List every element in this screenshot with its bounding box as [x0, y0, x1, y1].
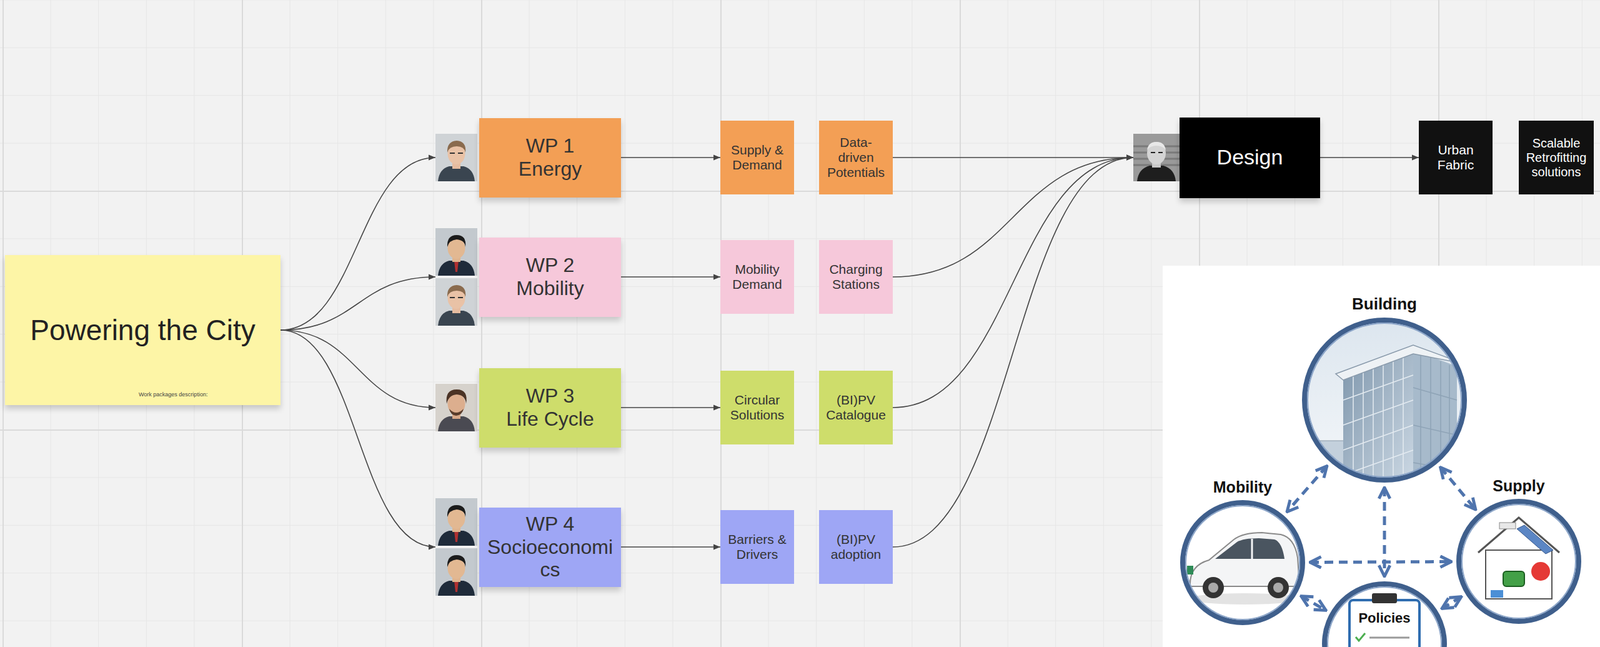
- circle-ring: [1324, 583, 1445, 647]
- node-title: Scalable Retrofitting solutions: [1522, 136, 1591, 180]
- node-subtitle: Socioeconomics: [484, 535, 617, 582]
- circle-label: Building: [1351, 294, 1417, 314]
- topic-circle: Policies: [1321, 581, 1447, 647]
- output-box: (BI)PV Catalogue: [819, 370, 893, 445]
- topic-circle: Building: [1301, 317, 1467, 483]
- output-box: Barriers & Drivers: [720, 509, 795, 584]
- circle-outline: [1301, 317, 1467, 483]
- topic-circle: Supply: [1456, 498, 1582, 624]
- work-package-box: WP 1Energy: [435, 118, 622, 198]
- node-subtitle: Mobility: [516, 276, 584, 300]
- circle-label: Policies: [1358, 609, 1411, 626]
- package-body: Design: [1179, 117, 1321, 199]
- topic-circle: Mobility: [1180, 499, 1306, 625]
- photo-slot: [1133, 133, 1180, 182]
- connector-arrow: [892, 157, 1134, 547]
- node-title: WP 4: [526, 512, 575, 536]
- photo-slot: [435, 383, 480, 432]
- node-title: (BI)PV adoption: [822, 531, 890, 562]
- node-subtitle: Life Cycle: [506, 407, 595, 431]
- circle-label: Mobility: [1213, 477, 1273, 497]
- connector-arrow: [621, 276, 721, 278]
- output-box: Circular Solutions: [720, 370, 795, 445]
- connector-arrow: [280, 157, 436, 330]
- connector-arrow: [892, 156, 1134, 159]
- node-title: WP 2: [526, 253, 575, 277]
- circle-ring: [1458, 501, 1579, 622]
- circle-ring: [1304, 319, 1465, 480]
- node-title: Charging Stations: [822, 261, 890, 292]
- package-body: WP 2Mobility: [479, 237, 622, 317]
- footnote-text: Work packages description:: [138, 391, 208, 398]
- output-box: Charging Stations: [819, 239, 893, 314]
- design-box: Design: [1133, 117, 1321, 199]
- photo-slot: [435, 497, 480, 597]
- connector-arrow: [621, 546, 721, 548]
- circle-label: Supply: [1492, 476, 1545, 495]
- package-body: WP 3Life Cycle: [479, 367, 622, 448]
- output-box: Scalable Retrofitting solutions: [1518, 120, 1594, 195]
- node-title: WP 3: [526, 384, 575, 408]
- connector-arrow: [621, 406, 721, 408]
- circle-outline: [1456, 498, 1582, 624]
- connector-arrow: [280, 276, 436, 330]
- node-title: Powering the City: [29, 313, 256, 347]
- relation-arrow: [1440, 467, 1476, 510]
- relation-arrow: [1286, 465, 1327, 512]
- node-title: Urban Fabric: [1422, 142, 1489, 173]
- connector-arrow: [892, 157, 1134, 277]
- node-title: Design: [1217, 144, 1284, 170]
- circle-inner-ring: [1461, 504, 1576, 618]
- circle-inner-ring: [1307, 322, 1462, 477]
- photo-slot: [435, 228, 480, 327]
- photo-slot: [435, 133, 480, 182]
- connector-arrow: [892, 157, 1134, 408]
- output-box: Urban Fabric: [1418, 120, 1493, 195]
- relation-arrow: [1301, 596, 1327, 611]
- connector-arrow: [621, 156, 721, 159]
- circle-inner-ring: [1327, 586, 1442, 647]
- node-title: Supply & Demand: [724, 142, 791, 173]
- output-box: Data-driven Potentials: [819, 120, 893, 195]
- work-package-box: WP 3Life Cycle: [435, 367, 622, 448]
- relation-arrow: [1310, 561, 1452, 562]
- sticky-note: Powering the CityWork packages descripti…: [4, 254, 281, 405]
- node-title: Mobility Demand: [724, 261, 791, 292]
- circle-inner-ring: [1185, 505, 1300, 620]
- connector-arrow: [280, 329, 436, 547]
- output-box: Supply & Demand: [720, 120, 795, 195]
- node-subtitle: Energy: [518, 157, 582, 181]
- node-title: (BI)PV Catalogue: [822, 392, 890, 423]
- node-title: Barriers & Drivers: [724, 531, 791, 562]
- connector-arrow: [1320, 156, 1419, 159]
- relation-arrow: [1441, 596, 1462, 609]
- node-title: WP 1: [526, 134, 575, 158]
- output-box: (BI)PV adoption: [819, 509, 893, 584]
- circle-outline: [1180, 499, 1306, 625]
- output-box: Mobility Demand: [720, 239, 795, 314]
- package-body: WP 4Socioeconomics: [479, 507, 622, 587]
- work-package-box: WP 2Mobility: [435, 228, 622, 327]
- connector-arrow: [280, 329, 436, 408]
- package-body: WP 1Energy: [479, 118, 622, 198]
- circle-ring: [1182, 502, 1303, 623]
- node-title: Data-driven Potentials: [822, 134, 890, 180]
- work-package-box: WP 4Socioeconomics: [435, 497, 622, 597]
- node-title: Circular Solutions: [724, 392, 791, 423]
